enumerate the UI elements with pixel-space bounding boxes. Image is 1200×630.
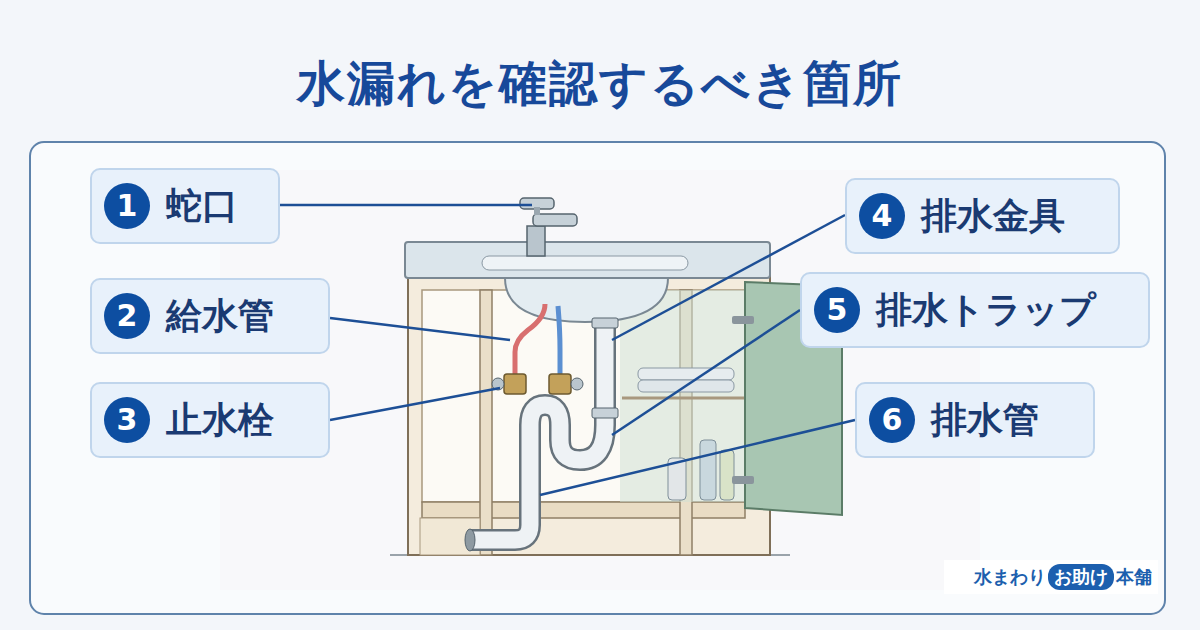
callout-box: 排水管 6 [855,382,1095,458]
logo: 水まわりお助け本舗 [944,560,1158,594]
callout-box: 排水金具 4 [845,178,1120,254]
number-circle: 3 [104,397,150,443]
number-circle: 5 [814,287,860,333]
page-title: 水漏れを確認するべき箇所 [0,52,1200,116]
part-name: 排水管 [931,396,1039,445]
number-circle: 6 [869,397,915,443]
part-name: 排水金具 [921,192,1065,241]
callout-box: 給水管 2 [90,278,330,354]
leader-lines [280,205,855,495]
callout-number: 2 [117,301,138,331]
callout-number: 6 [882,405,903,435]
sink-cabinet [220,170,980,590]
part-name: 蛇口 [166,182,238,231]
callout-box: 止水栓 3 [90,382,330,458]
logo-text: お助け [1048,564,1114,590]
part-name: 排水トラップ [876,286,1096,335]
part-name: 止水栓 [166,396,274,445]
callout-box: 蛇口 1 [90,168,280,244]
logo-text: 本舗 [1116,565,1152,589]
callout-number: 4 [872,201,893,231]
number-circle: 2 [104,293,150,339]
callout-number: 3 [117,405,138,435]
panel [30,142,1165,614]
logo-text: 水まわり [974,565,1046,589]
callout-number: 1 [117,191,138,221]
callout-number: 5 [827,295,848,325]
number-circle: 4 [859,193,905,239]
number-circle: 1 [104,183,150,229]
part-name: 給水管 [166,292,274,341]
callout-box: 排水トラップ 5 [800,272,1150,348]
